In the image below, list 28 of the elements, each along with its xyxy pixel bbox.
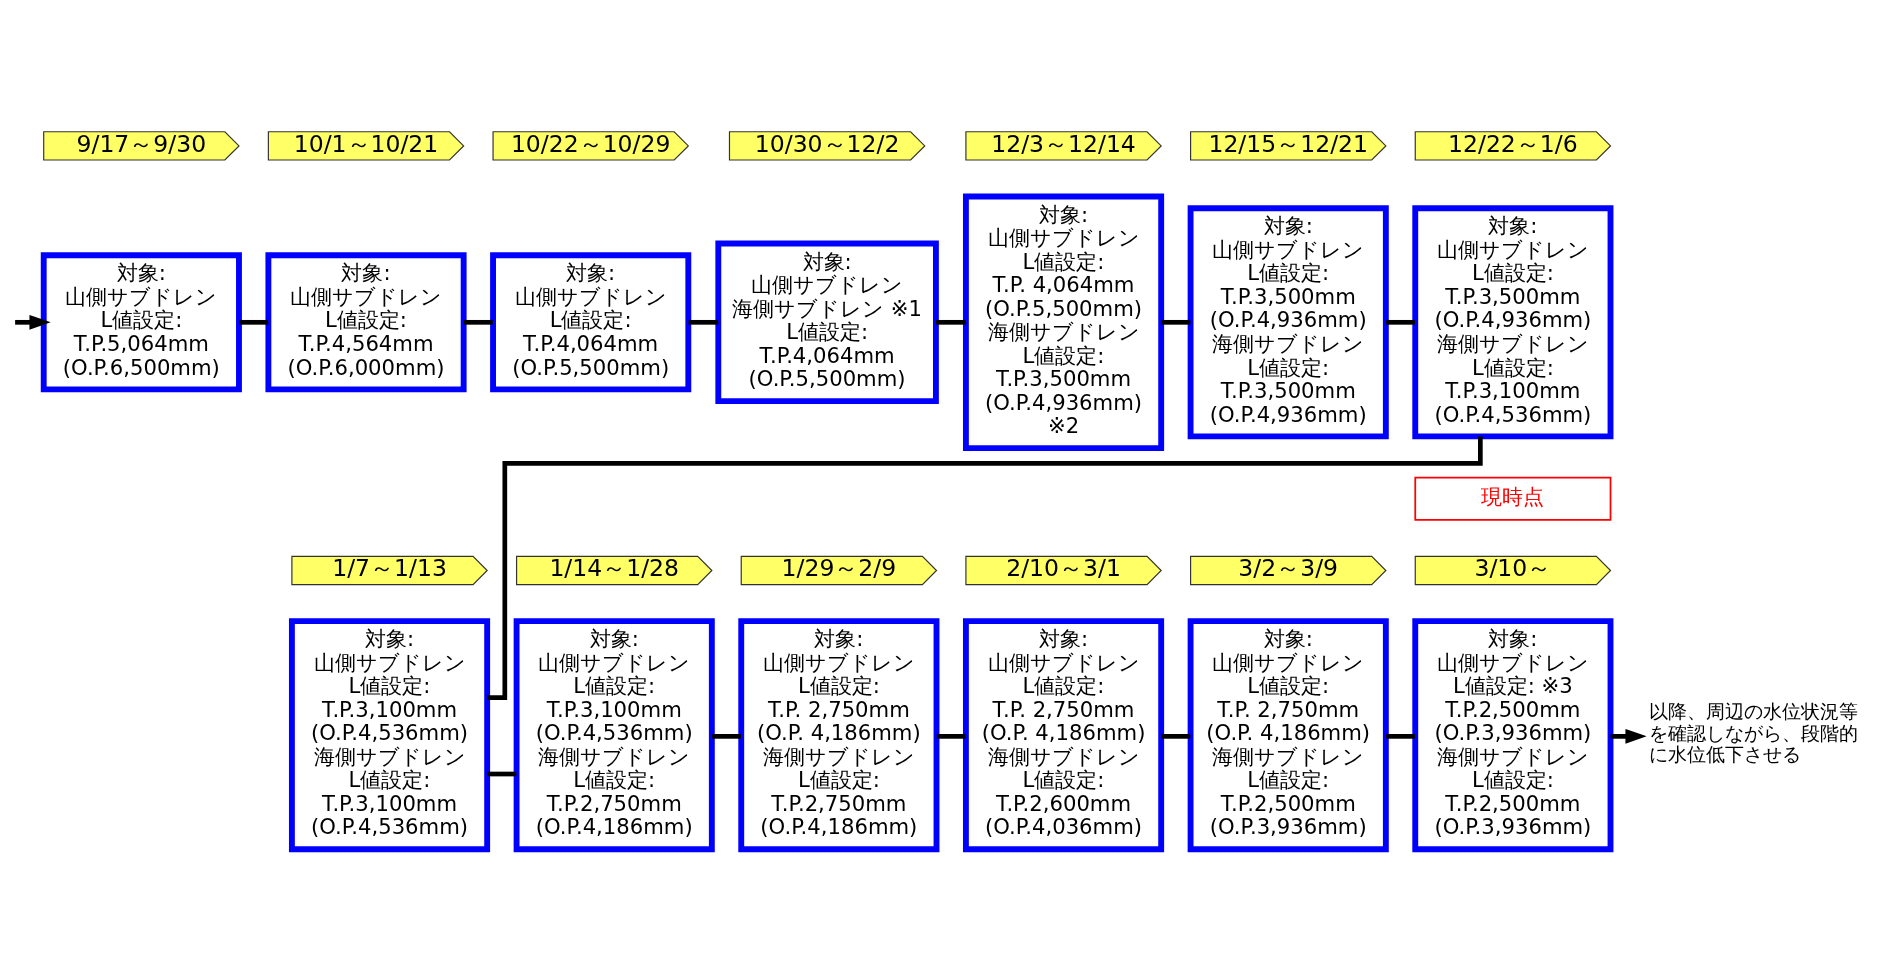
connector xyxy=(1161,733,1191,739)
node-box: 対象: 山側サブドレン L値設定: T.P.4,564mm (O.P.6,000mm) xyxy=(265,251,467,392)
node-box: 対象: 山側サブドレン L値設定: T.P.3,100mm (O.P.4,536mm) 海側サブドレン L値設定: T.P.3,100mm (O.P.4,536mm) xyxy=(288,617,491,852)
node-box: 対象: 山側サブドレン L値設定: T.P.5,064mm (O.P.6,500mm) xyxy=(40,251,242,392)
connector xyxy=(936,319,966,325)
node-box: 対象: 山側サブドレン L値設定: T.P.4,064mm (O.P.5,500mm) xyxy=(490,251,692,392)
connector xyxy=(936,733,966,739)
connector xyxy=(1386,733,1415,739)
node-box: 対象: 山側サブドレン L値設定: T.P. 2,750mm (O.P. 4,186mm) 海側サブドレン L値設定: T.P.2,600mm (O.P.4,036mm) xyxy=(962,617,1165,852)
node-box: 対象: 山側サブドレン L値設定: T.P. 2,750mm (O.P. 4,186mm) 海側サブドレン L値設定: T.P.2,750mm (O.P.4,186mm) xyxy=(738,617,940,852)
node-box: 対象: 山側サブドレン L値設定: T.P.3,500mm (O.P.4,936mm) 海側サブドレン L値設定: T.P.3,100mm (O.P.4,536mm) xyxy=(1412,204,1614,439)
connector xyxy=(712,733,741,739)
connector xyxy=(239,319,269,325)
node-box: 対象: 山側サブドレン L値設定: T.P.3,100mm (O.P.4,536mm) 海側サブドレン L値設定: T.P.2,750mm (O.P.4,186mm) xyxy=(513,617,715,852)
connector xyxy=(1386,319,1415,325)
node-box: 対象: 山側サブドレン L値設定: T.P.3,500mm (O.P.4,936mm) 海側サブドレン L値設定: T.P.3,500mm (O.P.4,936mm) xyxy=(1187,204,1389,439)
node-text: 以降、周辺の水位状況等を確認しながら、段階的に水位低下させる xyxy=(1649,700,1859,765)
node-box: 現時点 xyxy=(1414,476,1612,521)
connector xyxy=(688,319,719,325)
connector xyxy=(1161,319,1191,325)
connector xyxy=(487,771,517,776)
connector xyxy=(463,319,493,325)
connector xyxy=(487,436,1483,700)
arrow xyxy=(15,314,51,330)
node-box: 対象: 山側サブドレン 海側サブドレン ※1 L値設定: T.P.4,064mm (O.P.5,500mm) xyxy=(715,240,939,404)
node-box: 対象: 山側サブドレン L値設定: T.P. 2,750mm (O.P. 4,186mm) 海側サブドレン L値設定: T.P.2,500mm (O.P.3,936mm) xyxy=(1187,617,1389,852)
node-box: 対象: 山側サブドレン L値設定: ※3 T.P.2,500mm (O.P.3,936mm) 海側サブドレン L値設定: T.P.2,500mm (O.P.3,936mm) xyxy=(1412,617,1614,852)
node-box: 対象: 山側サブドレン L値設定: T.P. 4,064mm (O.P.5,500mm) 海側サブドレン L値設定: T.P.3,500mm (O.P.4,936mm) ※2 xyxy=(962,193,1165,451)
